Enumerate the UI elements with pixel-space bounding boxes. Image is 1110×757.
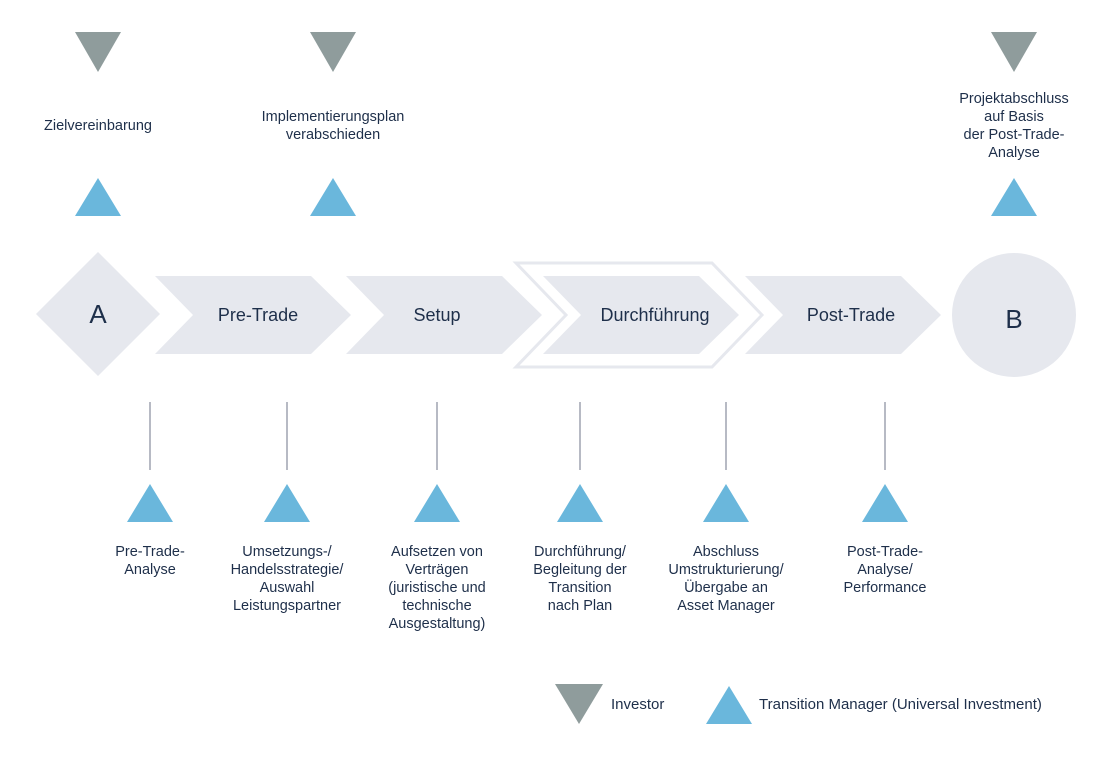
process-step-pre-trade-chevron	[155, 276, 351, 354]
process-step-durchfuehrung-chevron	[543, 276, 739, 354]
investor-down-triangle-icon	[310, 32, 356, 72]
transition-manager-up-triangle-icon	[862, 484, 908, 522]
process-step-setup-chevron	[346, 276, 542, 354]
milestone-label-projektabschluss: Projektabschluss auf Basis der Post-Trad…	[959, 91, 1069, 161]
investor-down-triangle-icon	[75, 32, 121, 72]
task-label-umsetzungs-handelsstrategie: Umsetzungs-/ Handelsstrategie/ Auswahl L…	[230, 544, 344, 614]
transition-manager-up-triangle-icon	[75, 178, 121, 216]
transition-manager-up-triangle-icon	[127, 484, 173, 522]
end-node-label: B	[1005, 304, 1023, 334]
transition-manager-up-triangle-icon	[310, 178, 356, 216]
legend-investor-down-triangle-icon	[555, 684, 603, 724]
legend-transition-manager-label: Transition Manager (Universal Investment…	[759, 696, 1042, 713]
transition-manager-up-triangle-icon	[703, 484, 749, 522]
milestone-label-zielvereinbarung: Zielvereinbarung	[43, 118, 152, 134]
process-step-label-setup: Setup	[413, 305, 461, 325]
legend-transition-manager-up-triangle-icon	[706, 686, 752, 724]
task-label-durchfuehrung-begleitung: Durchführung/ Begleitung der Transition …	[533, 544, 627, 614]
legend-investor-label: Investor	[611, 696, 665, 713]
process-step-label-post-trade: Post-Trade	[806, 305, 896, 325]
task-label-post-trade-analyse-performance: Post-Trade- Analyse/ Performance	[843, 544, 927, 596]
process-step-label-pre-trade: Pre-Trade	[217, 305, 299, 325]
task-label-aufsetzen-von-vertraegen: Aufsetzen von Verträgen (juristische und…	[388, 544, 486, 632]
process-step-label-durchfuehrung: Durchführung	[600, 305, 710, 325]
transition-manager-up-triangle-icon	[264, 484, 310, 522]
task-label-pre-trade-analyse: Pre-Trade- Analyse	[115, 544, 185, 578]
task-label-abschluss-umstrukturierung: Abschluss Umstrukturierung/ Übergabe an …	[668, 544, 784, 614]
end-node-circle	[952, 253, 1076, 377]
investor-down-triangle-icon	[991, 32, 1037, 72]
transition-manager-up-triangle-icon	[557, 484, 603, 522]
milestone-label-implementierungsplan: Implementierungsplan verabschieden	[261, 109, 405, 143]
process-step-post-trade-chevron	[745, 276, 941, 354]
transition-manager-up-triangle-icon	[414, 484, 460, 522]
transition-manager-up-triangle-icon	[991, 178, 1037, 216]
start-node-label: A	[89, 299, 107, 329]
start-node-diamond	[36, 252, 160, 376]
